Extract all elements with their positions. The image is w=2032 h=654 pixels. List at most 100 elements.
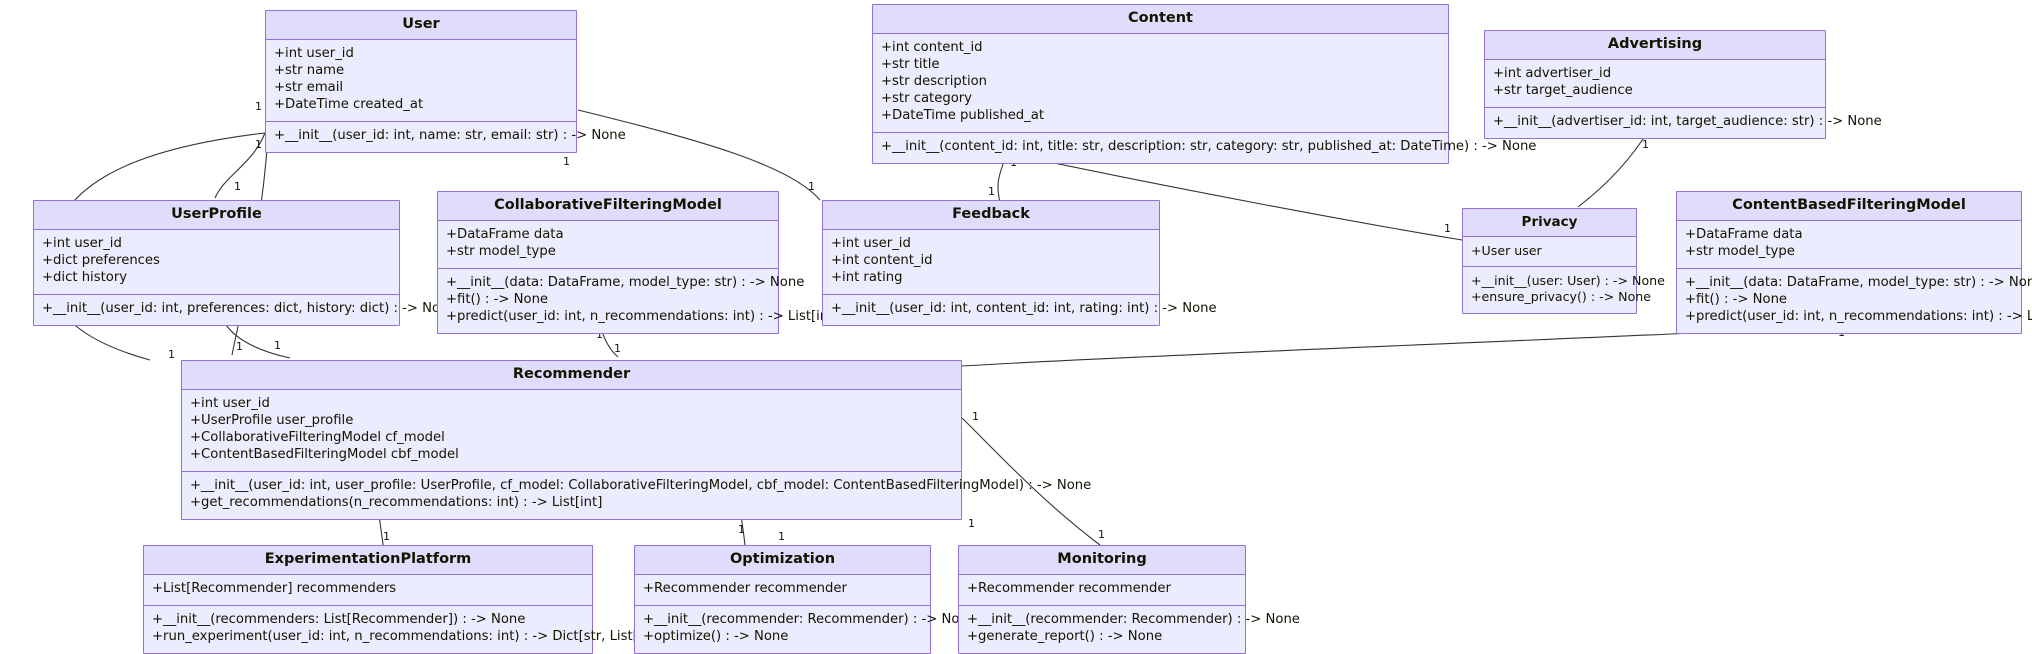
multiplicity-label: 1 bbox=[234, 180, 241, 193]
attribute-row: +User user bbox=[1471, 243, 1542, 259]
class-node-experimentationplatform[interactable]: ExperimentationPlatform +List[Recommende… bbox=[143, 545, 666, 654]
attribute-row: +DataFrame data bbox=[446, 227, 564, 243]
edge-user-feedback bbox=[577, 109, 821, 201]
class-methods: +__init__(recommender: Recommender) : ->… bbox=[635, 606, 976, 653]
multiplicity-label: 1 bbox=[1444, 222, 1451, 235]
class-attributes: +User user bbox=[1463, 237, 1636, 268]
attribute-row: +str name bbox=[274, 63, 345, 79]
class-node-recommender[interactable]: Recommender +int user_id +UserProfile us… bbox=[181, 360, 1092, 520]
attribute-row: +str model_type bbox=[446, 244, 556, 260]
multiplicity-label: 1 bbox=[255, 138, 262, 151]
edge-recommender-monitoring bbox=[961, 417, 1101, 546]
class-attributes: +DataFrame data +str model_type bbox=[1677, 221, 2021, 269]
class-methods: +__init__(data: DataFrame, model_type: s… bbox=[438, 269, 839, 333]
multiplicity-label: 1 bbox=[596, 328, 603, 341]
class-methods: +__init__(user_id: int, preferences: dic… bbox=[34, 295, 457, 325]
edge-content-privacy bbox=[991, 149, 1463, 241]
attribute-row: +int user_id bbox=[42, 236, 122, 252]
class-title: Monitoring bbox=[959, 546, 1245, 576]
multiplicity-label: 1 bbox=[968, 517, 975, 530]
class-title: Recommender bbox=[182, 361, 961, 391]
attribute-row: +DateTime published_at bbox=[881, 107, 1045, 123]
class-node-collaborativefilteringmodel[interactable]: CollaborativeFilteringModel +DataFrame d… bbox=[437, 191, 839, 334]
class-attributes: +int user_id +dict preferences +dict his… bbox=[34, 230, 399, 295]
class-node-feedback[interactable]: Feedback +int user_id +int content_id +i… bbox=[822, 200, 1217, 326]
class-node-optimization[interactable]: Optimization +Recommender recommender +_… bbox=[634, 545, 976, 654]
method-row: +fit() : -> None bbox=[446, 291, 549, 307]
edge-user-userprofile-b bbox=[214, 132, 266, 199]
multiplicity-label: 1 bbox=[236, 340, 243, 353]
class-node-contentbasedfilteringmodel[interactable]: ContentBasedFilteringModel +DataFrame da… bbox=[1676, 191, 2032, 334]
attribute-row: +int user_id bbox=[274, 46, 354, 62]
method-row: +fit() : -> None bbox=[1685, 291, 1788, 307]
class-node-privacy[interactable]: Privacy +User user +__init__(user: User)… bbox=[1462, 208, 1665, 314]
class-title: ContentBasedFilteringModel bbox=[1677, 192, 2021, 222]
method-row: +__init__(recommender: Recommender) : ->… bbox=[967, 612, 1300, 628]
method-row: +get_recommendations(n_recommendations: … bbox=[190, 494, 603, 510]
class-node-advertising[interactable]: Advertising +int advertiser_id +str targ… bbox=[1484, 30, 1882, 139]
attribute-row: +int user_id bbox=[831, 236, 911, 252]
class-attributes: +List[Recommender] recommenders bbox=[144, 575, 592, 607]
multiplicity-label: 1 bbox=[614, 342, 621, 355]
class-methods: +__init__(user: User) : -> None +ensure_… bbox=[1463, 267, 1665, 312]
method-row: +run_experiment(user_id: int, n_recommen… bbox=[152, 629, 666, 644]
attribute-row: +CollaborativeFilteringModel cf_model bbox=[190, 430, 445, 445]
multiplicity-label: 1 bbox=[988, 185, 995, 198]
multiplicity-label: 1 bbox=[383, 530, 390, 543]
multiplicity-label: 1 bbox=[972, 410, 979, 423]
class-attributes: +Recommender recommender bbox=[959, 575, 1245, 607]
method-row: +__init__(user_id: int, content_id: int,… bbox=[831, 300, 1217, 316]
method-row: +__init__(user_id: int, name: str, email… bbox=[274, 127, 626, 143]
method-row: +__init__(recommender: Recommender) : ->… bbox=[643, 612, 976, 628]
method-row: +__init__(user: User) : -> None bbox=[1471, 273, 1665, 289]
class-node-content[interactable]: Content +int content_id +str title +str … bbox=[872, 4, 1537, 164]
method-row: +__init__(user_id: int, user_profile: Us… bbox=[190, 477, 1092, 493]
multiplicity-label: 1 bbox=[808, 180, 815, 193]
attribute-row: +str category bbox=[881, 90, 972, 106]
class-attributes: +int user_id +UserProfile user_profile +… bbox=[182, 390, 961, 472]
class-title: UserProfile bbox=[34, 201, 399, 231]
attribute-row: +Recommender recommender bbox=[643, 581, 847, 597]
multiplicity-label: 1 bbox=[563, 155, 570, 168]
method-row: +generate_report() : -> None bbox=[967, 629, 1163, 644]
method-row: +predict(user_id: int, n_recommendations… bbox=[1685, 308, 2032, 324]
attribute-row: +Recommender recommender bbox=[967, 581, 1171, 597]
class-methods: +__init__(recommender: Recommender) : ->… bbox=[959, 606, 1300, 653]
class-node-monitoring[interactable]: Monitoring +Recommender recommender +__i… bbox=[958, 545, 1300, 654]
class-methods: +__init__(recommenders: List[Recommender… bbox=[144, 606, 666, 653]
attribute-row: +int user_id bbox=[190, 396, 270, 412]
attribute-row: +str title bbox=[881, 57, 940, 73]
method-row: +predict(user_id: int, n_recommendations… bbox=[446, 308, 839, 324]
class-title: Optimization bbox=[635, 546, 930, 576]
attribute-row: +str target_audience bbox=[1493, 83, 1633, 99]
class-title: Advertising bbox=[1485, 31, 1825, 61]
method-row: +ensure_privacy() : -> None bbox=[1471, 289, 1652, 305]
class-attributes: +DataFrame data +str model_type bbox=[438, 221, 778, 269]
class-node-userprofile[interactable]: UserProfile +int user_id +dict preferenc… bbox=[33, 200, 457, 326]
attribute-row: +int content_id bbox=[831, 253, 933, 269]
multiplicity-label: 1 bbox=[168, 348, 175, 361]
edge-advertising-privacy bbox=[1577, 127, 1651, 208]
attribute-row: +int content_id bbox=[881, 40, 983, 56]
multiplicity-label: 1 bbox=[1642, 138, 1649, 151]
multiplicity-label: 1 bbox=[274, 339, 281, 352]
multiplicity-label: 1 bbox=[738, 523, 745, 536]
method-row: +__init__(data: DataFrame, model_type: s… bbox=[446, 275, 805, 290]
class-attributes: +int advertiser_id +str target_audience bbox=[1485, 60, 1825, 108]
class-methods: +__init__(data: DataFrame, model_type: s… bbox=[1677, 269, 2032, 333]
method-row: +__init__(user_id: int, preferences: dic… bbox=[42, 300, 457, 316]
method-row: +__init__(content_id: int, title: str, d… bbox=[881, 138, 1537, 154]
multiplicity-label: 1 bbox=[1098, 528, 1105, 541]
class-attributes: +int content_id +str title +str descript… bbox=[873, 34, 1448, 133]
attribute-row: +List[Recommender] recommenders bbox=[152, 581, 397, 597]
method-row: +__init__(recommenders: List[Recommender… bbox=[152, 612, 526, 628]
attribute-row: +str description bbox=[881, 74, 988, 89]
attribute-row: +str model_type bbox=[1685, 244, 1795, 260]
multiplicity-label: 1 bbox=[778, 530, 785, 543]
class-node-user[interactable]: User +int user_id +str name +str email +… bbox=[265, 10, 626, 153]
class-attributes: +int user_id +int content_id +int rating bbox=[823, 230, 1159, 295]
multiplicity-label: 1 bbox=[255, 100, 262, 113]
method-row: +__init__(advertiser_id: int, target_aud… bbox=[1493, 114, 1882, 129]
attribute-row: +int rating bbox=[831, 270, 903, 285]
